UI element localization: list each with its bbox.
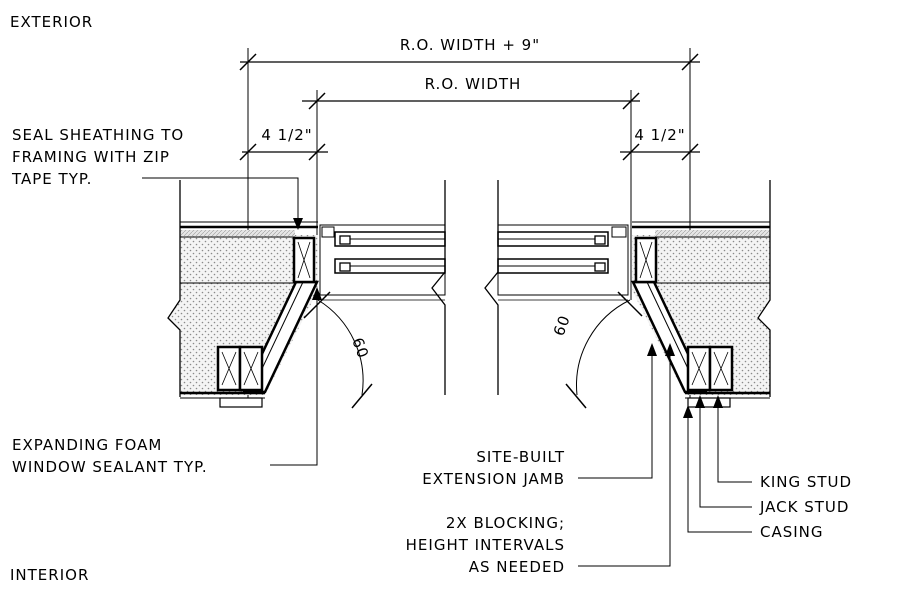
jack-stud-label: JACK STUD xyxy=(759,498,849,516)
seal-sheathing-line-2: FRAMING WITH ZIP xyxy=(12,148,170,166)
callout-casing: CASING xyxy=(683,405,824,541)
callout-expanding-foam: EXPANDING FOAM WINDOW SEALANT TYP. xyxy=(12,287,322,476)
king-stud-label: KING STUD xyxy=(760,473,852,491)
ro-width-plus-label: R.O. WIDTH + 9" xyxy=(400,36,540,54)
angle-right: 60 xyxy=(550,291,643,409)
angle-left: 60 xyxy=(303,291,373,409)
extension-jamb-line-1: SITE-BUILT xyxy=(476,448,565,466)
window-unit-left xyxy=(319,180,446,395)
callout-king-stud: KING STUD xyxy=(713,395,852,491)
dimension-ro-width-plus: R.O. WIDTH + 9" xyxy=(239,36,700,400)
interior-label: INTERIOR xyxy=(10,566,89,584)
left-wall-section xyxy=(167,180,319,408)
callout-blocking: 2X BLOCKING; HEIGHT INTERVALS AS NEEDED xyxy=(406,343,675,576)
right-wall-section xyxy=(631,180,771,408)
blocking-line-3: AS NEEDED xyxy=(469,558,565,576)
callout-jack-stud: JACK STUD xyxy=(695,395,849,516)
right-offset-label: 4 1/2" xyxy=(634,126,685,144)
angle-right-label: 60 xyxy=(550,312,574,338)
angle-left-label: 60 xyxy=(348,335,372,361)
right-casing xyxy=(687,397,731,408)
blocking-line-1: 2X BLOCKING; xyxy=(446,514,565,532)
window-unit-right xyxy=(484,180,629,395)
callout-extension-jamb: SITE-BUILT EXTENSION JAMB xyxy=(422,343,657,488)
callout-seal-sheathing: SEAL SHEATHING TO FRAMING WITH ZIP TAPE … xyxy=(11,126,303,230)
dimension-left-offset: 4 1/2" xyxy=(239,126,328,161)
exterior-label: EXTERIOR xyxy=(10,13,93,31)
seal-sheathing-line-3: TAPE TYP. xyxy=(11,170,92,188)
expanding-foam-line-1: EXPANDING FOAM xyxy=(12,436,162,454)
left-offset-label: 4 1/2" xyxy=(261,126,312,144)
seal-sheathing-line-1: SEAL SHEATHING TO xyxy=(12,126,184,144)
ro-width-label: R.O. WIDTH xyxy=(425,75,522,93)
casing-label: CASING xyxy=(760,523,824,541)
left-casing xyxy=(219,397,263,408)
blocking-line-2: HEIGHT INTERVALS xyxy=(406,536,565,554)
dimension-right-offset: 4 1/2" xyxy=(620,126,700,161)
extension-jamb-line-2: EXTENSION JAMB xyxy=(422,470,565,488)
expanding-foam-line-2: WINDOW SEALANT TYP. xyxy=(12,458,208,476)
